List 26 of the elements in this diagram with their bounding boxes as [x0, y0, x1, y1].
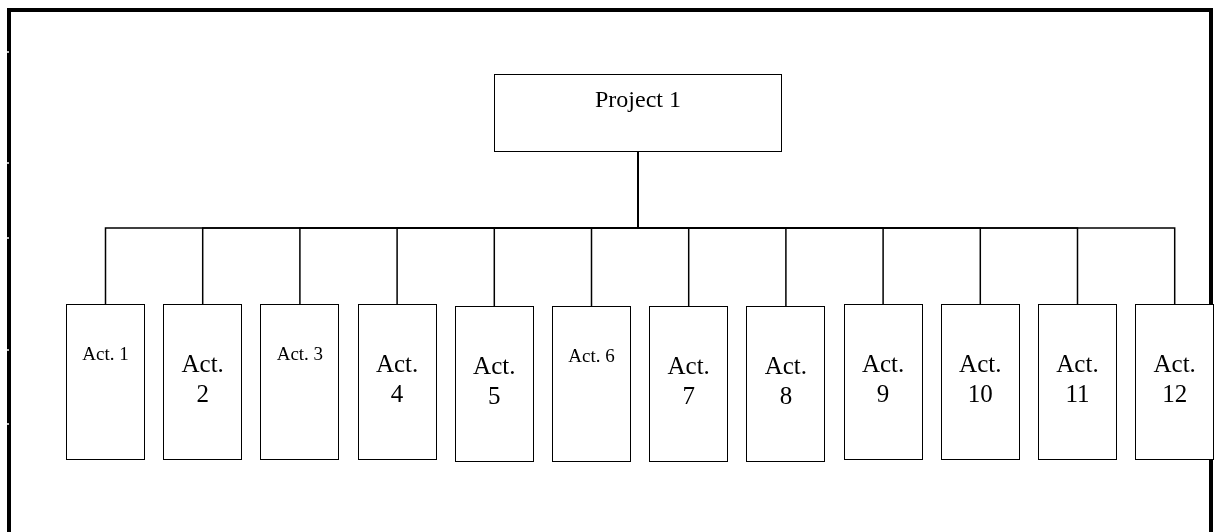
activity-box	[843, 304, 923, 460]
activity-box	[260, 304, 340, 460]
box-label: Act. 3	[276, 343, 324, 366]
box-label: Act. 12	[1152, 349, 1197, 409]
box-label: Act. 10	[958, 349, 1003, 409]
activity-box	[454, 306, 534, 462]
box-label: Act. 11	[1055, 349, 1100, 409]
activity-box	[66, 304, 145, 460]
box-label: Act. 4	[374, 349, 420, 409]
box-label: Act. 2	[180, 349, 225, 409]
project-box	[494, 74, 782, 152]
activity-box	[649, 306, 729, 462]
activity-box	[1038, 304, 1117, 460]
box-label: Act. 8	[763, 351, 809, 411]
activity-box	[552, 306, 631, 462]
box-label: Act. 9	[860, 349, 906, 409]
activity-box	[746, 306, 826, 462]
box-label: Act. 1	[82, 343, 129, 366]
box-label: Act. 6	[568, 345, 615, 368]
box-label: Project 1	[595, 85, 681, 114]
activity-box	[1135, 304, 1215, 460]
activity-box	[163, 304, 243, 460]
activity-box	[357, 304, 437, 460]
box-label: Act. 5	[472, 351, 517, 411]
box-label: Act. 7	[666, 351, 711, 411]
activity-box	[940, 304, 1020, 460]
